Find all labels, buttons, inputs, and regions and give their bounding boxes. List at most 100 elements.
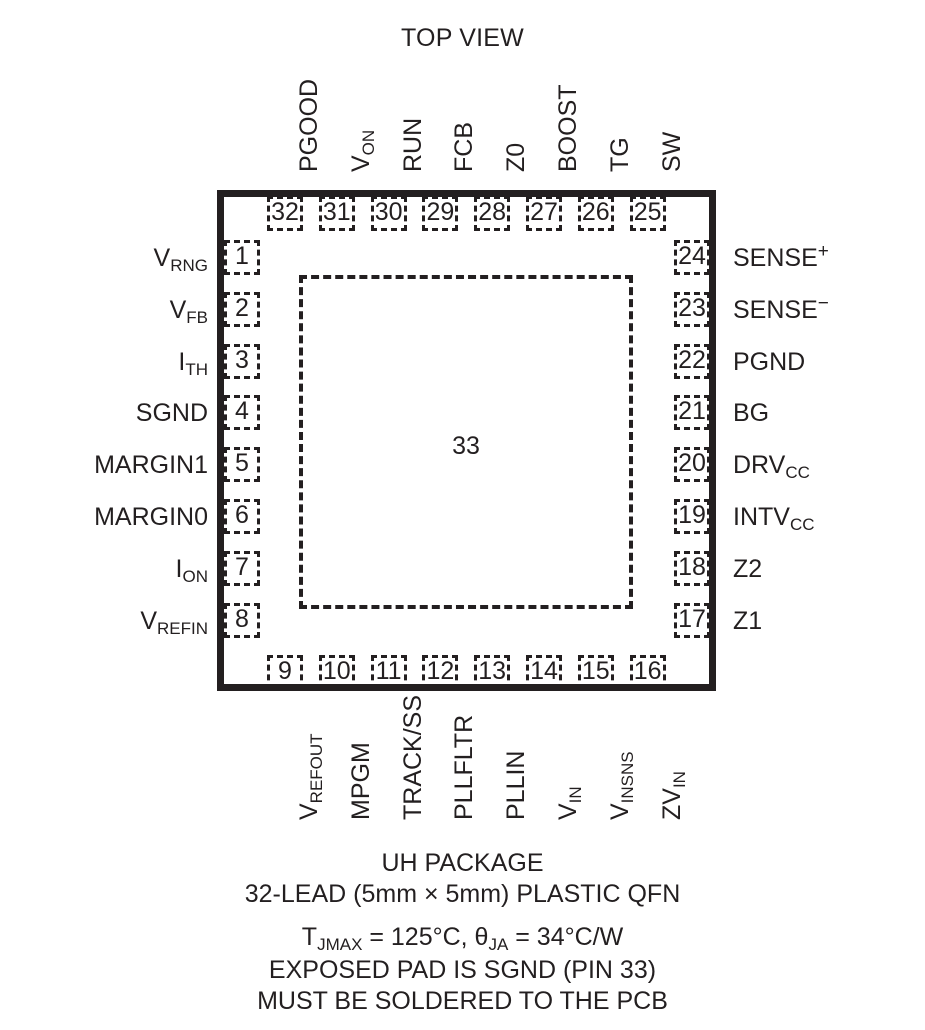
package-caption-bottom: TJMAX = 125°C, θJA = 34°C/W EXPOSED PAD … <box>0 922 925 1017</box>
pin-pad-14: 14 <box>526 655 562 690</box>
pin-pad-24: 24 <box>674 240 710 275</box>
pin-label-subscript: TH <box>185 359 208 379</box>
pin-pad-outline <box>674 395 710 431</box>
pin-label-subscript: RNG <box>170 256 208 275</box>
pin-pad-outline <box>267 655 303 690</box>
pin-label-4: SGND <box>135 399 208 428</box>
caption-solder-note: MUST BE SOLDERED TO THE PCB <box>257 987 668 1015</box>
caption-lead-count: 32-LEAD (5mm × 5mm) PLASTIC QFN <box>244 880 681 908</box>
pin-label-1: VRNG <box>153 244 208 275</box>
pin-label-24: SENSE+ <box>733 241 829 272</box>
pin-number: 25 <box>633 198 662 226</box>
pin-pad-7: 7 <box>224 550 260 586</box>
caption-package-name: UH PACKAGE <box>381 849 544 877</box>
caption-exposed-pad-note: EXPOSED PAD IS SGND (PIN 33) <box>268 956 657 984</box>
pin-label-31: VON <box>346 129 378 172</box>
pin-label-subscript: CC <box>785 463 810 483</box>
package-caption-top: UH PACKAGE 32-LEAD (5mm × 5mm) PLASTIC Q… <box>0 848 925 910</box>
pin-pad-outline <box>577 196 614 231</box>
pin-pad-27: 27 <box>526 196 562 231</box>
pin-pad-9: 9 <box>267 655 303 690</box>
pin-number: 10 <box>322 657 351 685</box>
pin-pad-outline <box>474 196 511 231</box>
pin-label-5: MARGIN1 <box>94 451 208 480</box>
pin-number: 28 <box>478 198 507 226</box>
pin-pad-outline <box>370 655 407 690</box>
pin-number: 18 <box>678 552 706 581</box>
pin-label-11: TRACK/SS <box>398 694 427 820</box>
pin-number: 29 <box>426 198 455 226</box>
pin-label-29: FCB <box>450 122 479 172</box>
pin-pad-outline <box>674 240 710 275</box>
pin-number: 13 <box>478 657 507 685</box>
pin-label-14: VIN <box>554 786 585 820</box>
pin-pad-outline <box>422 196 459 231</box>
pin-number: 31 <box>322 198 351 226</box>
pin-label-20: DRVCC <box>733 451 810 483</box>
pin-pad-outline <box>224 499 260 534</box>
pin-pad-31: 31 <box>318 196 355 231</box>
pin-number: 23 <box>678 293 706 322</box>
pin-pad-4: 4 <box>224 395 260 431</box>
pin-label-2: VFB <box>169 295 208 327</box>
pin-label-28: Z0 <box>502 142 531 172</box>
pin-label-18: Z2 <box>733 554 763 583</box>
pin-pad-12: 12 <box>422 655 459 690</box>
pin-label-12: PLLFLTR <box>450 714 479 820</box>
pin-number: 32 <box>271 198 299 226</box>
pin-pad-outline <box>318 655 355 690</box>
pin-label-subscript: CC <box>789 515 815 534</box>
pin-number: 27 <box>530 198 558 226</box>
pin-label-22: PGND <box>733 347 806 376</box>
pin-pad-outline <box>370 196 407 231</box>
caption-thermal-data: TJMAX = 125°C, θJA = 34°C/W <box>301 923 624 954</box>
pin-pad-8: 8 <box>224 602 260 638</box>
pin-number: 9 <box>278 657 292 685</box>
pin-pad-outline <box>674 291 710 327</box>
pin-label-19: INTVCC <box>733 503 815 534</box>
pin-pad-21: 21 <box>674 395 710 431</box>
pin-label-10: MPGM <box>346 742 375 820</box>
pin-label-subscript: FB <box>186 307 208 327</box>
exposed-pad-outline <box>299 275 633 609</box>
pin-number: 11 <box>375 657 402 685</box>
pin-number: 4 <box>235 397 249 426</box>
pin-label-3: ITH <box>178 347 208 379</box>
pin-number: 7 <box>235 552 249 581</box>
pin-pad-outline <box>526 196 562 231</box>
pin-label-13: PLLIN <box>502 750 531 820</box>
pin-label-27: BOOST <box>554 84 582 172</box>
pin-number: 12 <box>426 657 455 685</box>
pin-pad-1: 1 <box>224 240 260 275</box>
pin-pad-outline <box>224 395 260 431</box>
pin-label-30: RUN <box>398 117 427 172</box>
pin-label-subscript: REFOUT <box>307 733 326 804</box>
pin-label-superscript: − <box>817 292 829 314</box>
pin-label-17: Z1 <box>733 606 763 635</box>
pin-number: 14 <box>530 657 558 685</box>
pin-pad-2: 2 <box>224 291 260 327</box>
pin-pad-22: 22 <box>674 343 710 379</box>
pin-label-15: VINSNS <box>605 751 637 820</box>
pin-pad-17: 17 <box>674 602 710 638</box>
pin-pad-20: 20 <box>674 447 710 483</box>
pin-pad-outline <box>224 343 260 379</box>
pin-pad-outline <box>224 240 260 275</box>
pin-pad-25: 25 <box>629 196 666 231</box>
pin-number: 26 <box>581 198 610 226</box>
pin-pad-outline <box>577 655 614 690</box>
pin-pad-18: 18 <box>674 550 710 586</box>
pin-pad-outline <box>224 550 260 586</box>
pin-pad-outline <box>318 196 355 231</box>
pin-label-subscript: IN <box>566 786 585 804</box>
exposed-pad-number: 33 <box>452 432 480 460</box>
pin-pad-outline <box>629 196 666 231</box>
pin-pad-outline <box>674 550 710 586</box>
pin-label-9: VREFOUT <box>295 733 326 820</box>
pin-number: 21 <box>678 397 706 426</box>
pin-label-21: BG <box>733 399 770 428</box>
pin-pad-outline <box>267 196 303 231</box>
pin-label-6: MARGIN0 <box>94 503 208 531</box>
pin-label-subscript: REFIN <box>157 618 208 638</box>
